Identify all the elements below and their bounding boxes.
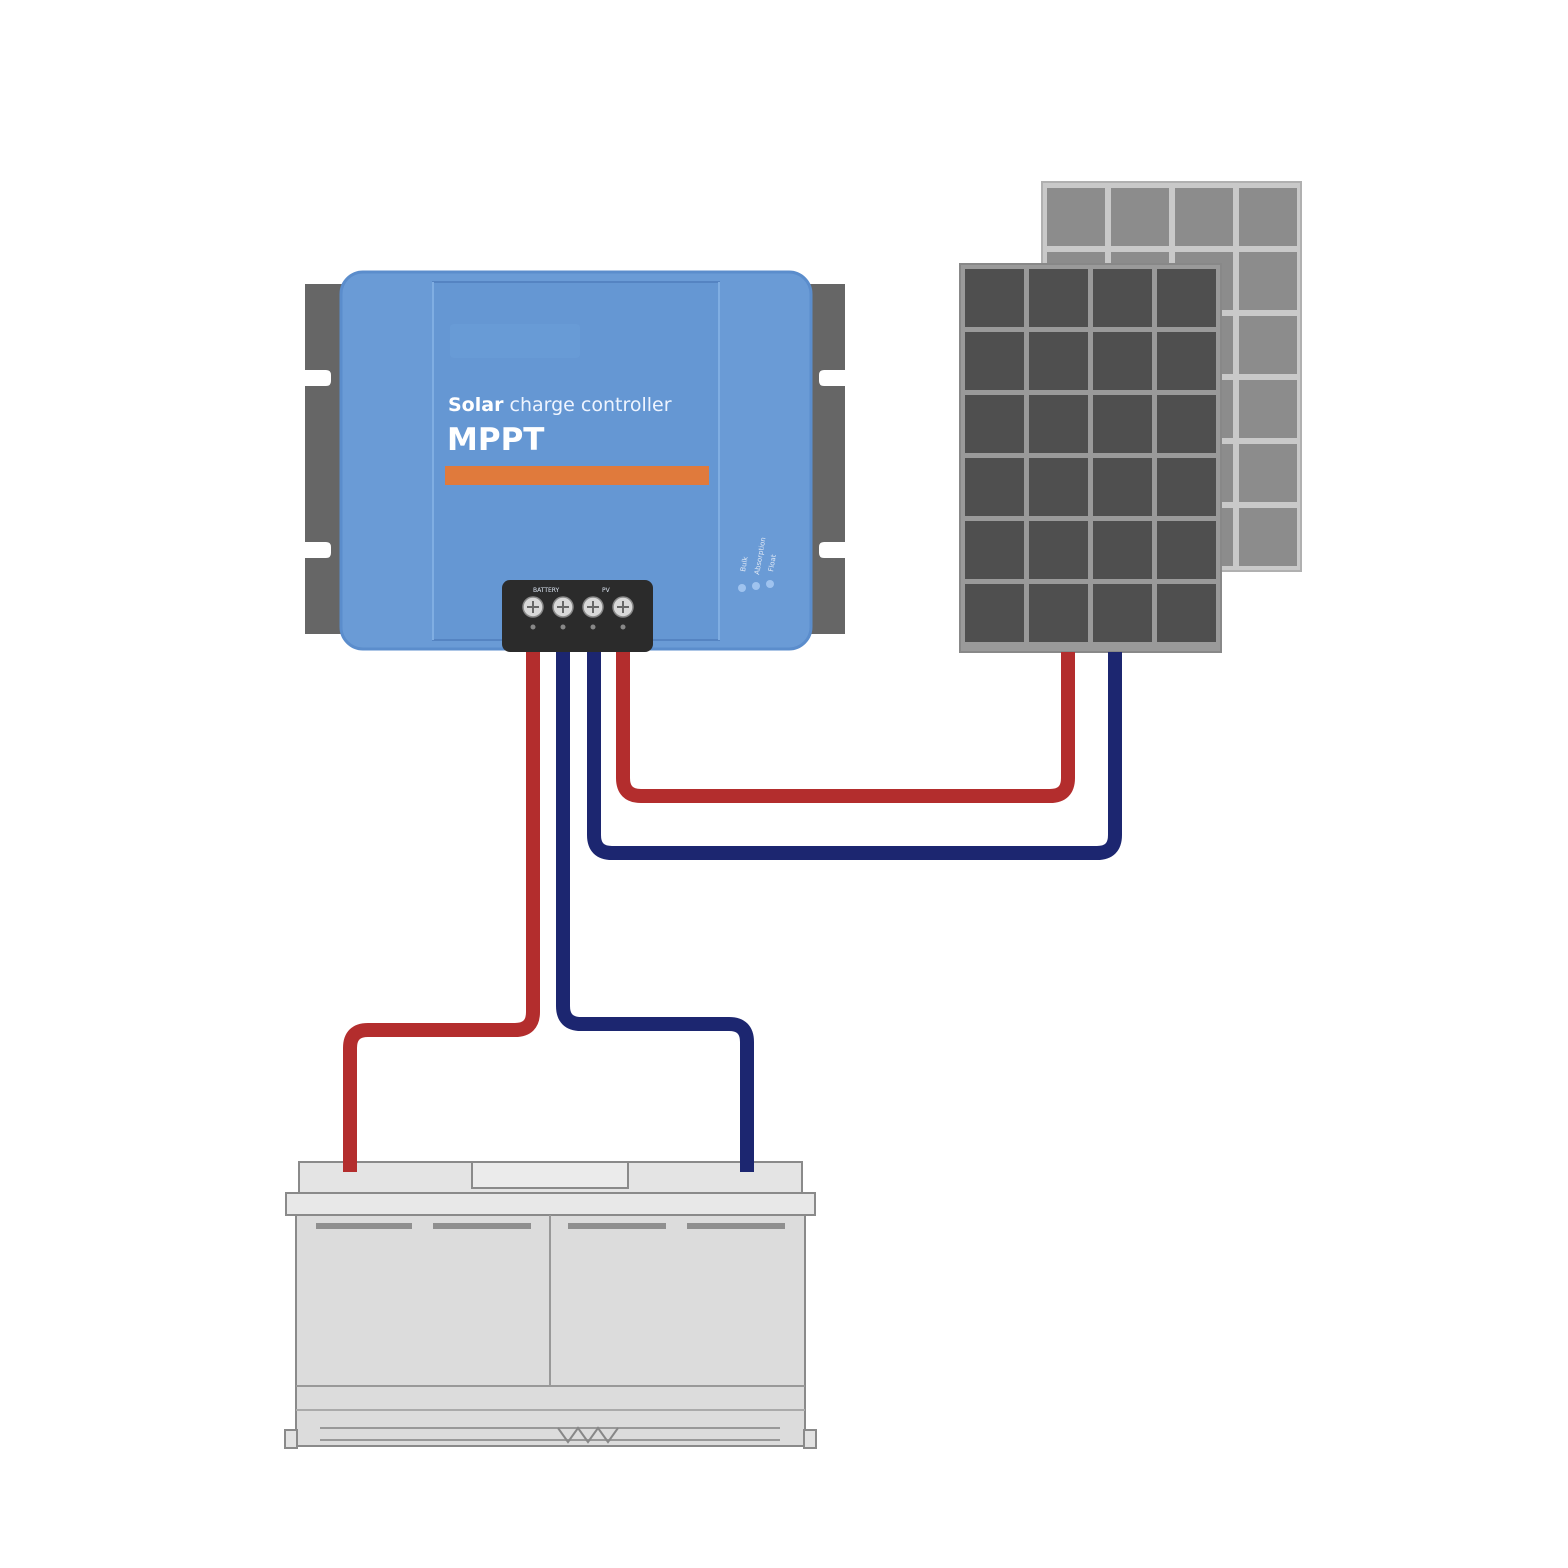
solar-panel-array: [959, 181, 1302, 653]
solar-cell-front: [1157, 332, 1216, 390]
controller-logo-area: [450, 324, 580, 358]
led-bulk: [738, 584, 746, 592]
solar-panel-front: [959, 263, 1222, 653]
battery-handle: [471, 1161, 629, 1189]
solar-cell-front: [1029, 458, 1088, 516]
controller-pv-negative: [582, 596, 604, 618]
wire-battery-negative: [556, 640, 754, 1168]
solar-cell-front: [965, 332, 1024, 390]
solar-cell-front: [1029, 332, 1088, 390]
solar-cell-front: [1029, 521, 1088, 579]
solar-cell-back: [1239, 316, 1297, 374]
terminal-label-battery: BATTERY: [533, 587, 560, 594]
wires: [343, 640, 1122, 1168]
wire-pv-negative: [587, 640, 1122, 860]
battery-negative-wire-cap: [740, 1160, 754, 1172]
led-absorption: [752, 582, 760, 590]
solar-cell-back: [1047, 188, 1105, 246]
led-float: [766, 580, 774, 588]
terminal-screws: [522, 596, 634, 618]
solar-cell-front: [1157, 521, 1216, 579]
battery-lid: [285, 1192, 816, 1216]
solar-cell-front: [965, 521, 1024, 579]
solar-cell-back: [1175, 188, 1233, 246]
solar-cell-front: [1029, 395, 1088, 453]
controller-terminal-block: BATTERY PV: [502, 580, 653, 652]
controller-label: Solar charge controller: [448, 394, 672, 416]
solar-cell-front: [965, 395, 1024, 453]
solar-cell-back: [1239, 252, 1297, 310]
solar-panel-front-cells: [965, 269, 1216, 642]
led-label-bulk: Bulk: [739, 555, 750, 572]
solar-cell-back: [1239, 508, 1297, 566]
solar-cell-back: [1239, 444, 1297, 502]
solar-cell-front: [1093, 395, 1152, 453]
solar-cell-front: [1093, 269, 1152, 327]
solar-cell-front: [1157, 269, 1216, 327]
solar-cell-front: [1029, 584, 1088, 642]
solar-cell-front: [1093, 584, 1152, 642]
led-label-float: Float: [767, 554, 778, 573]
solar-cell-front: [965, 458, 1024, 516]
wire-pv-positive: [616, 640, 1075, 803]
solar-cell-front: [965, 269, 1024, 327]
solar-cell-front: [1157, 395, 1216, 453]
battery-vents: [316, 1223, 785, 1229]
battery: [284, 1161, 817, 1449]
solar-cell-back: [1111, 188, 1169, 246]
wire-battery-positive: [343, 640, 540, 1168]
controller-battery-negative: [552, 596, 574, 618]
solar-cell-front: [1093, 332, 1152, 390]
solar-cell-back: [1239, 380, 1297, 438]
solar-cell-front: [1157, 584, 1216, 642]
solar-cell-front: [965, 584, 1024, 642]
controller-battery-positive: [522, 596, 544, 618]
mppt-controller: Solar charge controller MPPT Bulk Absorp…: [305, 270, 845, 652]
terminal-label-pv: PV: [602, 587, 611, 594]
controller-model-label: MPPT: [447, 422, 544, 458]
controller-accent-stripe: [445, 466, 709, 485]
solar-cell-front: [1093, 521, 1152, 579]
solar-cell-front: [1157, 458, 1216, 516]
solar-cell-back: [1239, 188, 1297, 246]
solar-cell-front: [1093, 458, 1152, 516]
controller-pv-positive: [612, 596, 634, 618]
solar-cell-front: [1029, 269, 1088, 327]
battery-positive-wire-cap: [343, 1160, 357, 1172]
